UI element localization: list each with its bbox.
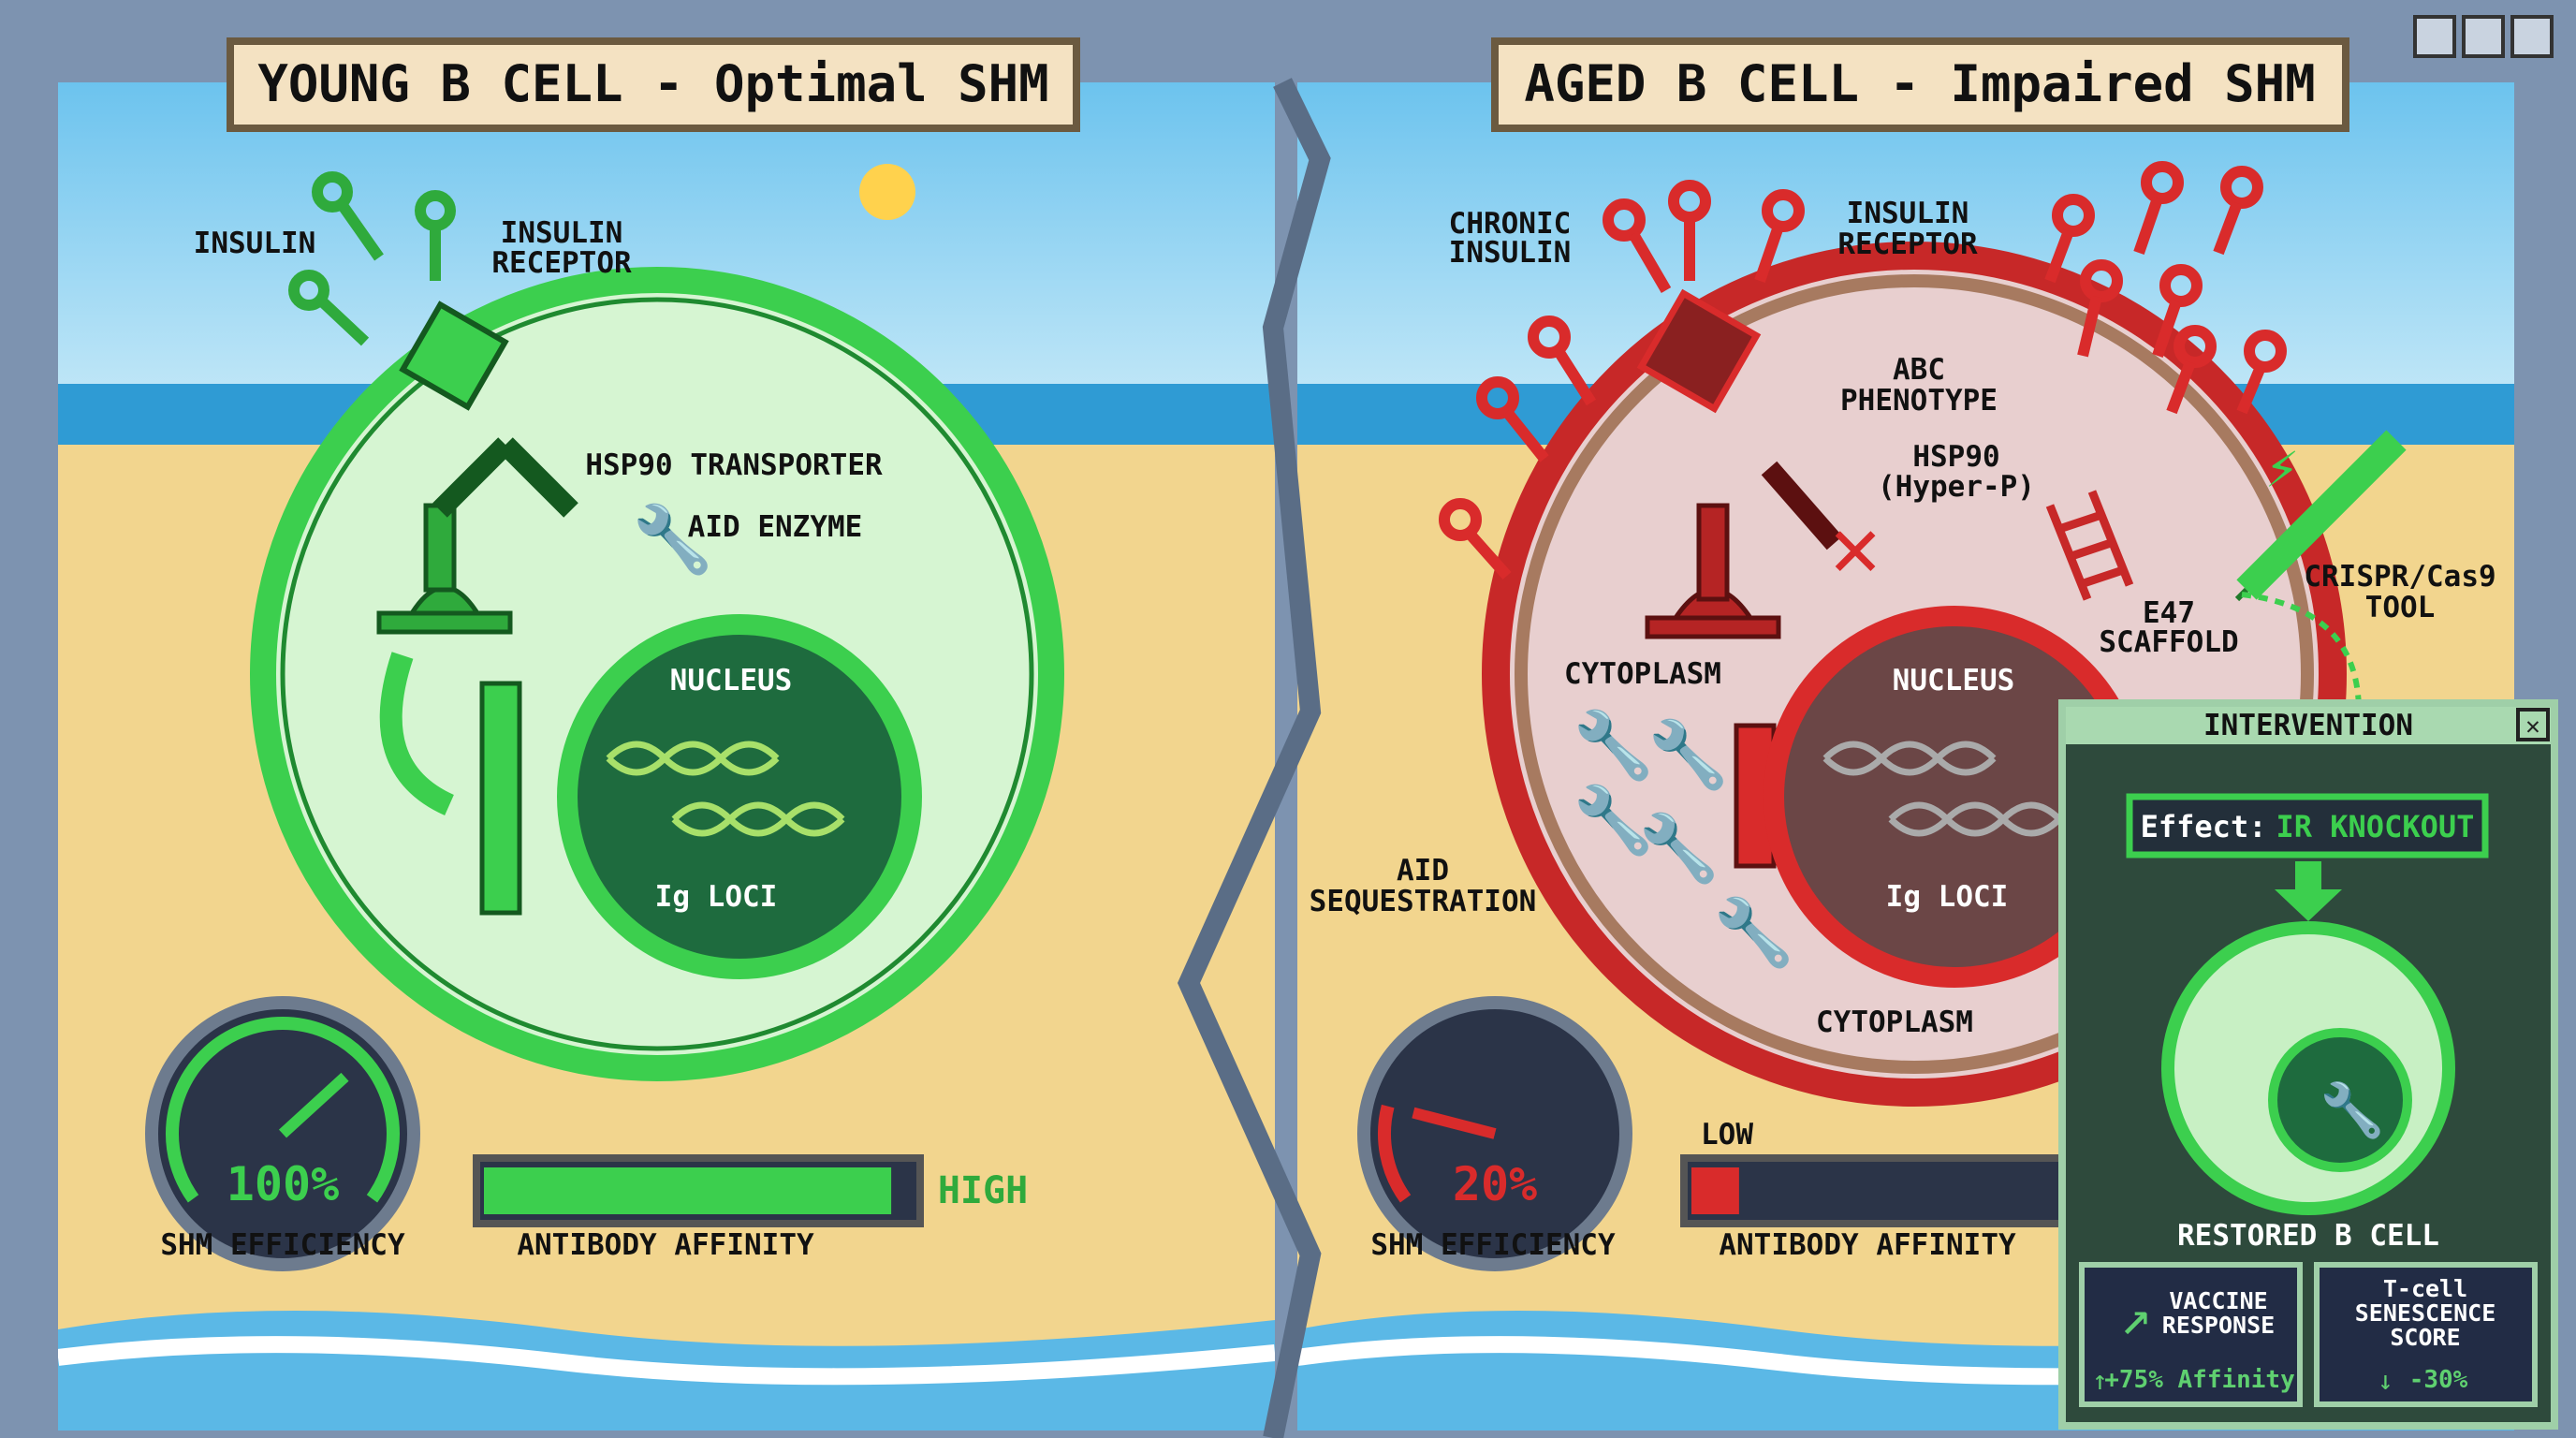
chronic-insulin-label-2: INSULIN [1449, 236, 1572, 270]
e47-scaffold-label-1: E47 [2143, 596, 2195, 630]
young-title-plate [227, 37, 1080, 132]
aged-dna-icon [1822, 741, 2062, 837]
close-button[interactable] [2510, 15, 2554, 58]
gauge-needle [278, 1072, 349, 1138]
young-nucleus [557, 614, 922, 979]
aid-sequestration-label-1: AID [1397, 854, 1449, 888]
crispr-label-1: CRISPR/Cas9 [2304, 560, 2496, 594]
aid-sequestration-label-2: SEQUESTRATION [1310, 885, 1537, 918]
insulin-key-icon [288, 171, 456, 346]
aged-nucleus-label: NUCLEUS [1893, 664, 2015, 697]
aged-title-plate [1491, 37, 2349, 132]
young-cell: 🔧 [250, 171, 1064, 1081]
aged-insulin-receptor-icon [1636, 288, 1762, 414]
young-affinity-level: HIGH [938, 1169, 1028, 1212]
chronic-insulin-label-1: CHRONIC [1449, 207, 1572, 241]
ig-loci-label: Ig LOCI [655, 880, 778, 914]
insulin-receptor-label-1: INSULIN [501, 216, 623, 250]
hsp90-hyperp-label-2: (Hyper-P) [1878, 470, 2035, 504]
down-arrow-icon [2275, 861, 2342, 921]
restored-label: RESTORED B CELL [2177, 1219, 2439, 1253]
insulin-label: INSULIN [194, 227, 316, 260]
insulin-receptor-icon [399, 301, 509, 411]
effect-text: Effect:IR KNOCKOUT [2141, 809, 2475, 844]
restored-nucleus [2268, 1028, 2412, 1172]
vaccine-response-card [2079, 1262, 2303, 1407]
young-shm-value: 100% [227, 1157, 339, 1211]
tcell-value: -30% [2409, 1366, 2468, 1394]
close-icon[interactable]: ✕ [2525, 712, 2540, 741]
young-title: YOUNG B CELL - Optimal SHM [257, 54, 1048, 113]
svg-text:🔧: 🔧 [1638, 809, 1720, 887]
intervention-close-button[interactable] [2516, 708, 2550, 741]
window-controls[interactable] [2413, 15, 2554, 58]
lightning-icon: ⚡ [2265, 435, 2299, 501]
dna-icon [606, 741, 845, 837]
abc-phenotype-label-2: PHENOTYPE [1840, 384, 1998, 418]
sequestered-aid-wrench-icons: 🔧🔧🔧🔧🔧 [1573, 706, 1794, 971]
crispr-path-dotted [2241, 592, 2363, 779]
sun-icon [859, 164, 915, 220]
young-affinity-label: ANTIBODY AFFINITY [517, 1228, 814, 1262]
vaccine-title-1: VACCINE [2169, 1287, 2267, 1314]
aged-receptor-label-1: INSULIN [1847, 197, 1969, 230]
aid-enzyme-label: AID ENZYME [688, 510, 863, 544]
tcell-title-3: SCORE [2390, 1324, 2460, 1351]
intervention-title: INTERVENTION [2203, 709, 2413, 742]
down-arrow-small-icon: ↓ [2378, 1365, 2393, 1396]
panel-divider [1177, 78, 1331, 1438]
gauge-needle [1412, 1107, 1497, 1139]
vaccine-title-2: RESPONSE [2162, 1312, 2275, 1339]
abc-phenotype-label-1: ABC [1893, 353, 1945, 387]
young-shm-gauge: 100% [145, 996, 420, 1271]
nucleus-label: NUCLEUS [670, 664, 793, 697]
aged-affinity-label: ANTIBODY AFFINITY [1719, 1228, 2016, 1262]
broken-x-icon: ✕ [1830, 498, 1881, 596]
svg-text:🔧: 🔧 [1573, 781, 1654, 858]
cytoplasm-label: CYTOPLASM [1564, 657, 1721, 691]
aged-ig-loci-label: Ig LOCI [1886, 880, 2009, 914]
aged-title: AGED B CELL - Impaired SHM [1524, 54, 2315, 113]
intervention-panel[interactable]: INTERVENTION ✕ Effect:IR KNOCKOUT 🔧 REST… [2058, 699, 2558, 1430]
crispr-label-2: TOOL [2365, 591, 2436, 624]
hsp90-label: HSP90 TRANSPORTER [585, 448, 883, 482]
tcell-senescence-card [2314, 1262, 2538, 1407]
maximize-button[interactable] [2462, 15, 2505, 58]
cytoplasm-bottom-label: CYTOPLASM [1816, 1005, 1973, 1039]
aged-shm-label: SHM EFFICIENCY [1370, 1228, 1616, 1262]
trend-up-arrow-icon: ↗ [2120, 1286, 2152, 1347]
aged-affinity-bar [1680, 1154, 2100, 1227]
restored-wrench-icon: 🔧 [2320, 1078, 2385, 1141]
young-affinity-fill [484, 1167, 892, 1214]
minimize-button[interactable] [2413, 15, 2456, 58]
svg-text:🔧: 🔧 [1647, 715, 1729, 793]
young-shm-label: SHM EFFICIENCY [160, 1228, 405, 1262]
aged-affinity-fill [1691, 1167, 1739, 1214]
aid-enzyme-wrench-icon: 🔧 [632, 500, 713, 578]
chronic-insulin-keys-icon [1439, 161, 2287, 580]
effect-box [2126, 793, 2489, 858]
insulin-receptor-label-2: RECEPTOR [491, 246, 632, 280]
aged-receptor-label-2: RECEPTOR [1837, 227, 1978, 261]
hsp90-robot-arm-icon [376, 437, 578, 635]
aged-shm-value: 20% [1453, 1157, 1537, 1211]
hsp90-hyperp-label-1: HSP90 [1912, 440, 1999, 474]
vaccine-value: +75% Affinity [2104, 1366, 2295, 1394]
tcell-title-1: T-cell [2383, 1275, 2467, 1302]
hyper-p-hsp90-arm-icon [1645, 461, 1843, 639]
aged-shm-gauge: 20% [1357, 996, 1632, 1271]
aged-affinity-level: LOW [1701, 1118, 1753, 1152]
up-arrow-icon: ↑ [2092, 1365, 2108, 1396]
nuclear-pore-icon [479, 681, 522, 916]
e47-ladder-icon [2045, 490, 2134, 601]
transport-arrow-icon [379, 652, 455, 815]
svg-text:🔧: 🔧 [1713, 893, 1794, 971]
tcell-title-2: SENESCENCE [2355, 1299, 2496, 1327]
svg-text:🔧: 🔧 [1573, 706, 1654, 784]
e47-scaffold-label-2: SCAFFOLD [2099, 625, 2238, 659]
